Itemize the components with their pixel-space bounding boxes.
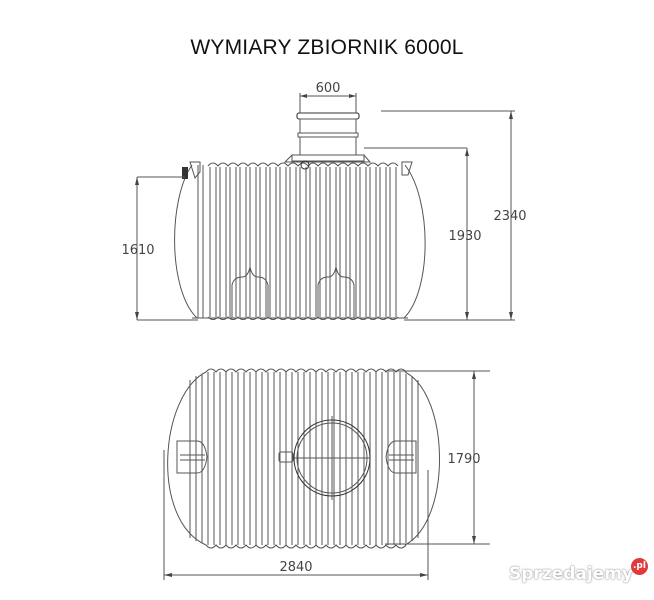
top-view: 1790 2840	[163, 368, 490, 580]
inlet-pipe	[182, 167, 188, 179]
dim-total-height: 2340	[381, 110, 527, 320]
watermark-badge: .pl	[631, 558, 648, 575]
vent-fitting	[300, 160, 310, 170]
watermark: Sprzedajemy.pl	[508, 558, 648, 584]
dim-600: 600	[316, 81, 341, 96]
drawing-title: WYMIARY ZBIORNIK 6000L	[190, 36, 464, 59]
dim-body-height: 1930	[364, 147, 515, 321]
svg-text:2840: 2840	[279, 560, 312, 575]
right-lug	[385, 440, 417, 474]
manhole-riser	[283, 112, 372, 163]
side-ribs	[197, 160, 399, 320]
svg-text:2340: 2340	[493, 209, 526, 224]
dim-length: 2840	[163, 450, 429, 580]
svg-text:1610: 1610	[121, 243, 154, 258]
watermark-text: Sprzedajemy	[508, 564, 633, 584]
svg-text:1790: 1790	[447, 452, 480, 467]
left-lug	[176, 440, 208, 474]
svg-text:1930: 1930	[448, 229, 481, 244]
dim-manhole: 600	[299, 81, 357, 113]
dim-width: 1790	[385, 370, 490, 545]
dim-inlet-height: 1610	[121, 176, 198, 321]
side-view: 600 1610 1930	[121, 81, 527, 321]
